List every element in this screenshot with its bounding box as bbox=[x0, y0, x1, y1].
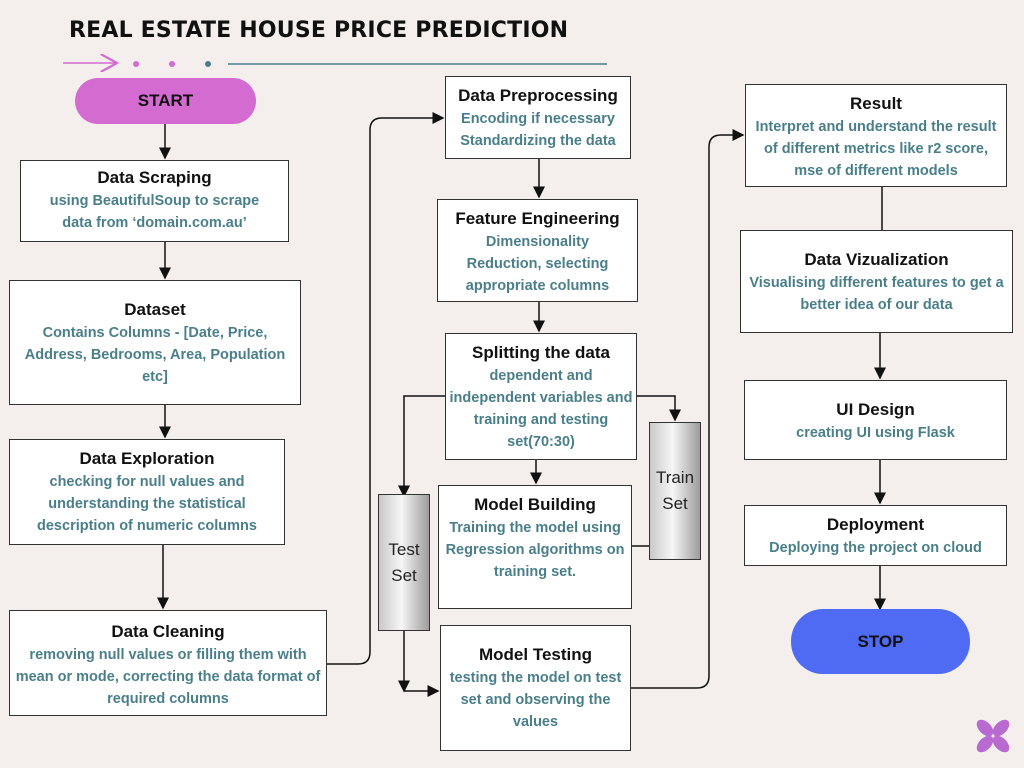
node-data-scraping: Data Scraping using BeautifulSoup to scr… bbox=[20, 160, 289, 242]
stop-node: STOP bbox=[791, 609, 970, 674]
node-data-viz: Data Vizualization Visualising different… bbox=[740, 230, 1013, 333]
node-title: Model Building bbox=[474, 495, 596, 514]
stop-label: STOP bbox=[857, 632, 904, 651]
train-set-label: Train Set bbox=[655, 468, 695, 513]
node-description: removing null values or filling them wit… bbox=[15, 647, 321, 707]
arrow-splitting-trainset bbox=[637, 395, 681, 422]
node-deployment: Deployment Deploying the project on clou… bbox=[744, 505, 1007, 566]
node-description: creating UI using Flask bbox=[796, 425, 955, 441]
node-data-exploration: Data Exploration checking for null value… bbox=[9, 439, 285, 545]
node-result: Result Interpret and understand the resu… bbox=[745, 84, 1007, 187]
node-title: Data Scraping bbox=[97, 168, 212, 187]
node-title: Model Testing bbox=[478, 645, 592, 664]
node-description: Training the model using Regression algo… bbox=[445, 520, 625, 580]
node-model-testing: Model Testing testing the model on test … bbox=[440, 625, 631, 751]
arrow-testing-result bbox=[631, 129, 745, 689]
node-feature-engineering: Feature Engineering Dimensionality Reduc… bbox=[437, 199, 638, 302]
node-title: Data Preprocessing bbox=[458, 86, 618, 105]
start-label: START bbox=[137, 91, 194, 110]
start-node: START bbox=[75, 78, 256, 124]
node-ui-design: UI Design creating UI using Flask bbox=[744, 380, 1007, 460]
header-decoration bbox=[63, 61, 607, 67]
test-set-label: Test Set bbox=[388, 540, 420, 585]
train-set-bar: Train Set bbox=[649, 422, 701, 560]
node-description: checking for null values and understandi… bbox=[37, 474, 257, 534]
node-title: UI Design bbox=[836, 400, 915, 419]
node-dataset: Dataset Contains Columns - [Date, Price,… bbox=[9, 280, 301, 405]
node-description: Visualising different features to get a … bbox=[749, 275, 1004, 313]
node-splitting: Splitting the data dependent and indepen… bbox=[445, 333, 637, 460]
node-data-preprocessing: Data Preprocessing Encoding if necessary… bbox=[445, 76, 631, 159]
arrow-splitting-testset bbox=[398, 395, 445, 498]
test-set-bar: Test Set bbox=[378, 494, 430, 631]
node-description: using BeautifulSoup to scrape data from … bbox=[49, 193, 260, 231]
node-title: Feature Engineering bbox=[455, 209, 620, 228]
node-description: Contains Columns - [Date, Price, Address… bbox=[24, 325, 286, 385]
node-title: Data Cleaning bbox=[111, 622, 225, 641]
node-title: Splitting the data bbox=[472, 343, 610, 362]
node-data-cleaning: Data Cleaning removing null values or fi… bbox=[9, 610, 327, 716]
node-description: testing the model on test set and observ… bbox=[449, 670, 622, 730]
node-description: Deploying the project on cloud bbox=[769, 540, 982, 556]
node-description: dependent and independent variables and … bbox=[449, 368, 633, 450]
node-title: Result bbox=[850, 94, 902, 113]
node-description: Encoding if necessary Standardizing the … bbox=[460, 111, 616, 149]
page-title: REAL ESTATE HOUSE PRICE PREDICTION bbox=[69, 18, 569, 43]
node-title: Data Vizualization bbox=[804, 250, 949, 269]
node-title: Deployment bbox=[826, 515, 925, 534]
node-model-building: Model Building Training the model using … bbox=[438, 485, 632, 609]
arrow-cleaning-preprocessing bbox=[327, 112, 445, 665]
node-description: Interpret and understand the result of d… bbox=[755, 119, 997, 179]
node-title: Data Exploration bbox=[79, 449, 215, 468]
flower-logo-icon bbox=[976, 719, 1010, 753]
node-title: Dataset bbox=[124, 300, 186, 319]
node-description: Dimensionality Reduction, selecting appr… bbox=[465, 234, 610, 294]
